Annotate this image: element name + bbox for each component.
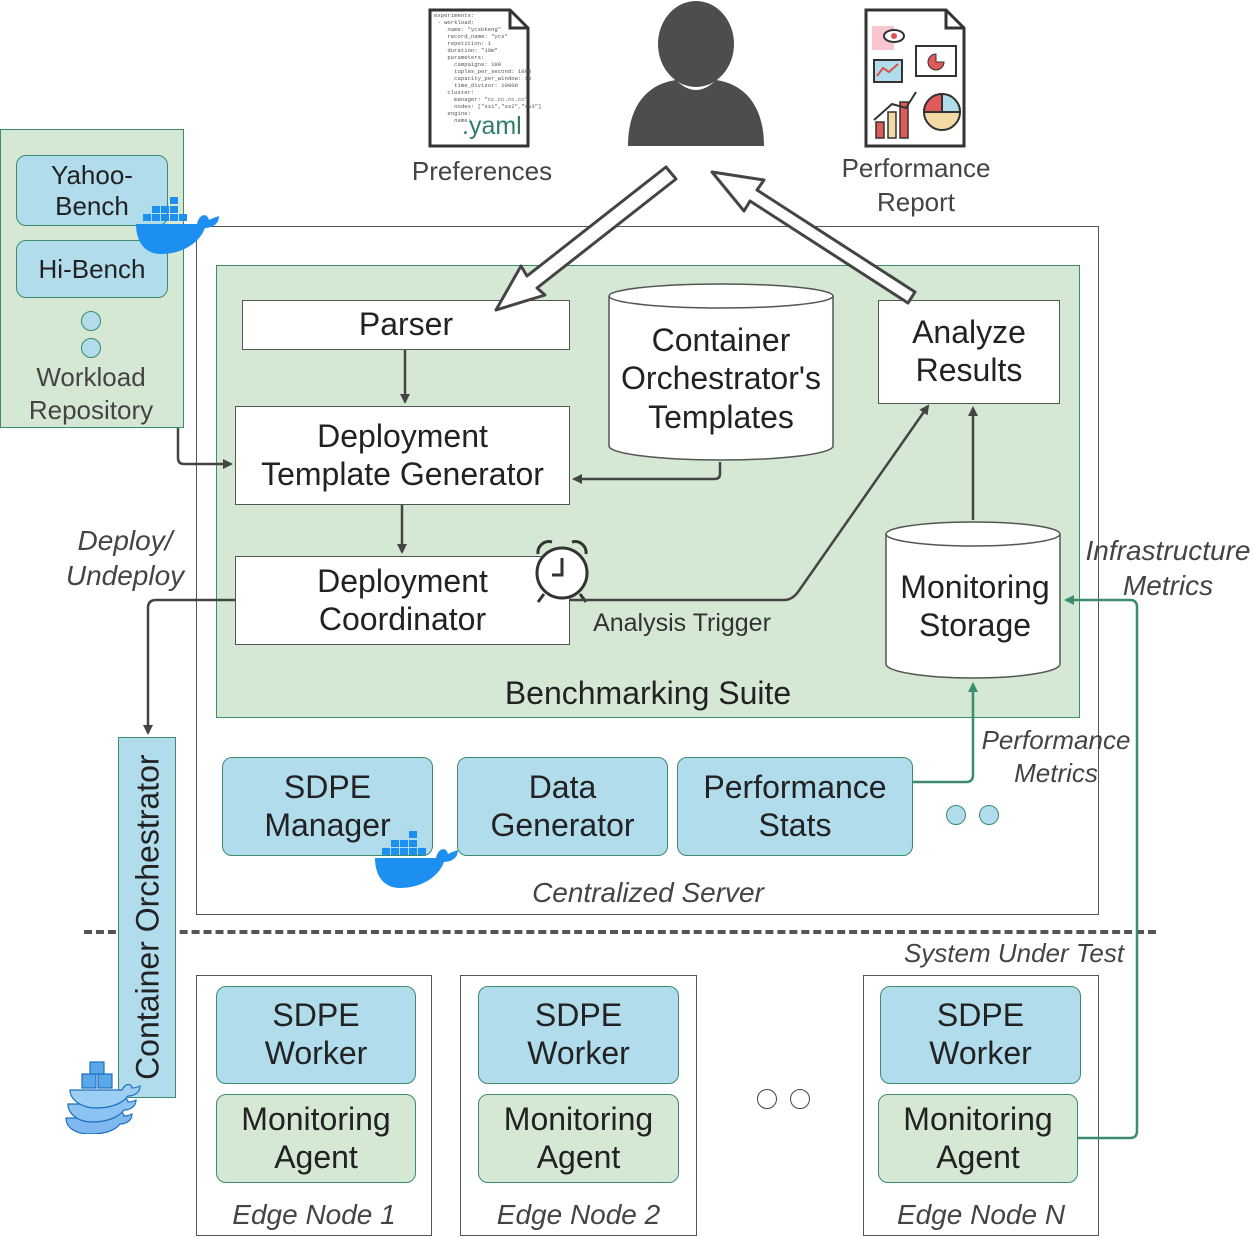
- yaml-line: time_divisor: 10000: [434, 82, 518, 89]
- analysis-trigger-label: Analysis Trigger: [593, 609, 771, 637]
- edge-node-1-label: Edge Node 1: [232, 1199, 396, 1230]
- user-icon: [626, 0, 766, 148]
- yaml-line: name: "ycsbkeng": [434, 26, 502, 33]
- preferences-label: Preferences: [411, 156, 553, 186]
- yaml-line: duration: "10m": [434, 47, 498, 54]
- coordinator-to-orchestrator: [143, 598, 235, 735]
- sdpe-worker-box-1[interactable]: SDPE Worker: [216, 986, 416, 1084]
- analyze-results-box[interactable]: Analyze Results: [878, 300, 1060, 404]
- stats-to-storage: [913, 682, 978, 784]
- docker-whale-icon: [374, 826, 460, 890]
- template-generator-box[interactable]: Deployment Template Generator: [235, 406, 570, 505]
- more-dot: [81, 338, 101, 358]
- parser-box[interactable]: Parser: [242, 300, 570, 350]
- monitoring-agent-box-2[interactable]: Monitoring Agent: [478, 1094, 679, 1183]
- agent-to-storage: [1064, 595, 1139, 1140]
- edge-node-2: [460, 975, 697, 1236]
- centralized-server-label: Centralized Server: [532, 877, 764, 908]
- edge-node-2-label: Edge Node 2: [496, 1199, 661, 1230]
- yaml-line: name: ...: [434, 117, 485, 124]
- performance-metrics-label-2: Metrics: [1014, 758, 1098, 788]
- performance-stats-box[interactable]: Performance Stats: [677, 757, 913, 856]
- deploy-label-1: Deploy/: [77, 525, 173, 556]
- sdpe-worker-box-2[interactable]: SDPE Worker: [478, 986, 679, 1084]
- deployment-coordinator-box[interactable]: Deployment Coordinator: [235, 556, 570, 645]
- sdpe-manager-box[interactable]: SDPE Manager: [222, 757, 433, 856]
- sdpe-worker-box-n[interactable]: SDPE Worker: [880, 986, 1081, 1084]
- yaml-line: campaigns: 100: [434, 61, 502, 68]
- edge-node-n: [863, 975, 1099, 1236]
- edge-node-n-label: Edge Node N: [896, 1199, 1066, 1230]
- workload-repository-label-2: Repository: [28, 395, 154, 425]
- docker-swarm-icon: [62, 1060, 146, 1135]
- templates-database[interactable]: [607, 282, 835, 462]
- system-under-test-label: System Under Test: [903, 938, 1125, 968]
- more-dot: [946, 805, 966, 825]
- yaml-line: cluster:: [434, 89, 475, 96]
- edge-node-1: [196, 975, 432, 1236]
- yahoo-bench-box[interactable]: Yahoo- Bench: [16, 155, 168, 226]
- templates-to-generator: [572, 462, 722, 484]
- yaml-line: capacity_per_window: 10: [434, 75, 532, 82]
- system-boundary-divider: [84, 930, 1156, 934]
- yaml-line: manager: "cc.cc.cc.cc": [434, 96, 528, 103]
- yaml-line: tuples_per_second: 1000: [434, 68, 532, 75]
- hi-bench-box[interactable]: Hi-Bench: [16, 240, 168, 298]
- more-dot: [790, 1089, 810, 1109]
- docker-whale-icon: [135, 192, 221, 256]
- user-to-parser-arrow: [494, 165, 678, 312]
- yaml-line: repetition: 1: [434, 40, 492, 47]
- yaml-line: parameters:: [434, 54, 485, 61]
- monitoring-agent-box-n[interactable]: Monitoring Agent: [878, 1094, 1078, 1183]
- repository-to-generator: [176, 428, 233, 469]
- yaml-content: experiments: - workload: name: "ycsbkeng…: [434, 12, 541, 124]
- deploy-label-2: Undeploy: [65, 560, 185, 591]
- performance-report-label-2: Report: [876, 187, 956, 217]
- monitoring-agent-box-1[interactable]: Monitoring Agent: [216, 1094, 416, 1183]
- data-generator-box[interactable]: Data Generator: [457, 757, 668, 856]
- templates-database-label: Container Orchestrator's Templates: [621, 322, 821, 435]
- benchmarking-suite-title: Benchmarking Suite: [504, 675, 792, 711]
- coordinator-to-analyze: [570, 404, 930, 602]
- yaml-line: experiments:: [434, 12, 475, 19]
- yaml-line: engine:: [434, 110, 471, 117]
- more-dot: [81, 311, 101, 331]
- container-orchestrator-box[interactable]: [118, 737, 176, 1098]
- yaml-line: nodes: ["ss1","ss2","ss3"]: [434, 103, 542, 110]
- alarm-clock-icon: [532, 538, 592, 604]
- yaml-file-icon: experiments: - workload: name: "ycsbkeng…: [428, 8, 541, 148]
- yaml-line: record_name: "ycs": [434, 33, 508, 40]
- monitoring-storage-database[interactable]: [884, 520, 1062, 680]
- monitoring-storage-label: Monitoring Storage: [900, 569, 1050, 644]
- performance-report-icon: [864, 8, 966, 148]
- infrastructure-metrics-label-1: Infrastructure: [1085, 535, 1251, 566]
- yaml-extension: .yaml: [462, 112, 522, 140]
- more-dot: [979, 805, 999, 825]
- performance-metrics-label-1: Performance: [981, 725, 1131, 755]
- infrastructure-metrics-label-2: Metrics: [1122, 570, 1214, 601]
- performance-report-label-1: Performance: [841, 153, 991, 183]
- workload-repository-label-1: Workload: [36, 362, 146, 392]
- more-dot: [757, 1089, 777, 1109]
- yaml-line: - workload:: [434, 19, 475, 26]
- results-to-user-arrow: [710, 170, 917, 305]
